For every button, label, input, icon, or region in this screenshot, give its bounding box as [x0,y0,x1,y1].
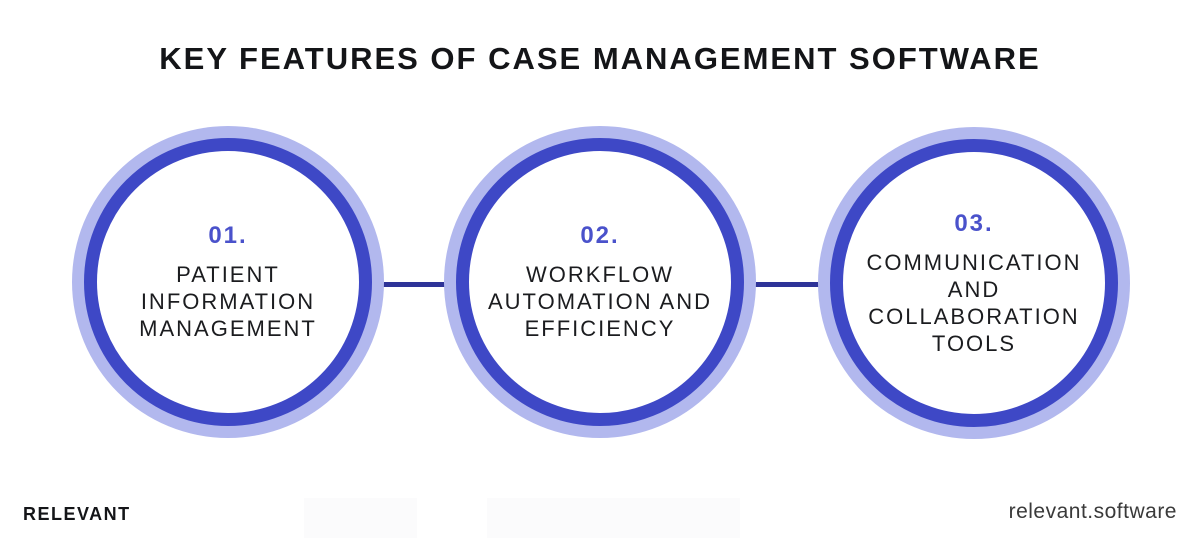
feature-number: 01. [208,222,248,249]
feature-label-line: PATIENT [176,262,280,287]
feature-label-line: WORKFLOW [526,262,674,287]
feature-content: 01. PATIENT INFORMATION MANAGEMENT [72,126,384,438]
page-title: KEY FEATURES OF CASE MANAGEMENT SOFTWARE [159,41,1041,76]
feature-label-line: INFORMATION [140,289,316,314]
feature-label-line: COLLABORATION [868,303,1080,329]
feature-label-line: EFFICIENCY [524,316,676,341]
feature-label-line: AND [947,276,1001,302]
feature-label-line: MANAGEMENT [139,316,317,341]
feature-content: 03. COMMUNICATION AND COLLABORATION TOOL… [818,127,1130,439]
background-artifact [304,498,417,538]
feature-number: 02. [580,222,620,249]
brand-logo: RELEVANT [23,504,131,524]
feature-label-line: TOOLS [931,330,1017,356]
feature-circle-workflow-automation: 02. WORKFLOW AUTOMATION AND EFFICIENCY [444,126,756,438]
connector-line-1 [380,282,450,287]
feature-label-line: COMMUNICATION [866,249,1082,275]
feature-circle-patient-information: 01. PATIENT INFORMATION MANAGEMENT [72,126,384,438]
website-text: relevant.software [1008,500,1177,523]
background-artifact [487,498,740,538]
feature-content: 02. WORKFLOW AUTOMATION AND EFFICIENCY [444,126,756,438]
feature-number: 03. [954,209,994,237]
feature-label-line: AUTOMATION AND [488,289,712,314]
connector-line-2 [744,282,824,287]
feature-circle-communication-collaboration: 03. COMMUNICATION AND COLLABORATION TOOL… [818,127,1130,439]
